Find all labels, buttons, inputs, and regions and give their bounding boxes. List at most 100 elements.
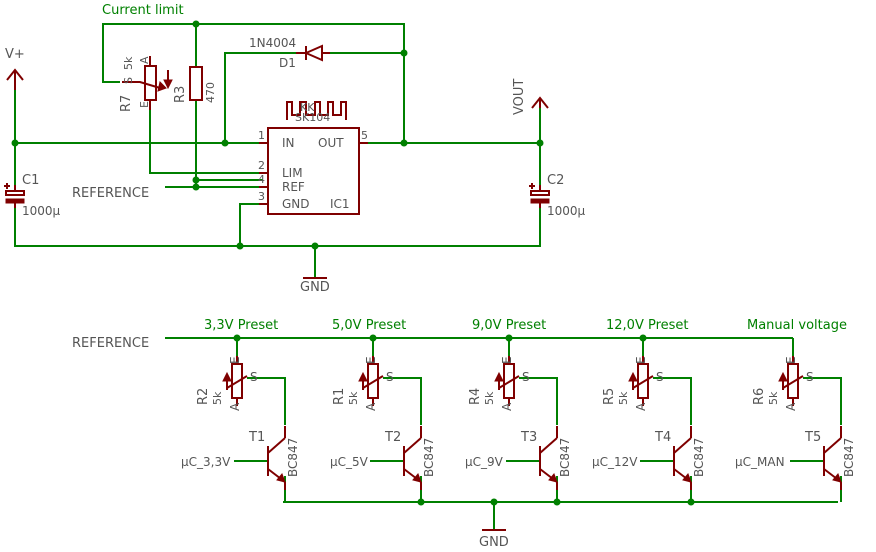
ic1-pin-gnd: GND	[282, 197, 310, 211]
ic1-num-lim: 2	[258, 159, 265, 172]
current-limit-label: Current limit	[102, 3, 184, 18]
pot-pin-a: A	[500, 402, 514, 411]
pot-pin-a: A	[634, 402, 648, 411]
pot-pin-s: S	[522, 370, 530, 384]
gnd-label-top: GND	[300, 280, 330, 295]
junction	[233, 334, 241, 342]
transistor-name: T4	[654, 430, 671, 445]
r3-resistor	[189, 66, 203, 101]
resistor-value: 5k	[483, 391, 496, 405]
resistor-name: R2	[196, 388, 211, 405]
junction	[490, 498, 498, 506]
ic1-pin-lim: LIM	[282, 166, 303, 180]
npn-transistor	[267, 426, 286, 490]
reference-label-bottom: REFERENCE	[72, 336, 149, 351]
r3-name: R3	[173, 86, 188, 103]
resistor-value: 5k	[347, 391, 360, 405]
pot-pin-e: E	[228, 356, 242, 364]
junction	[505, 334, 513, 342]
junction	[553, 498, 561, 506]
ic1-num-in: 1	[258, 129, 265, 142]
junction	[11, 139, 19, 147]
ic1-name: IC1	[330, 197, 350, 211]
resistor-name: R6	[752, 388, 767, 405]
d1-name: D1	[279, 56, 296, 70]
pot-pin-a: A	[228, 402, 242, 411]
pot-pin-e: E	[500, 356, 514, 364]
transistor-type: BC847	[558, 438, 572, 477]
r7-value: 5k	[122, 56, 135, 70]
c1-name: C1	[22, 173, 39, 188]
npn-transistor	[539, 426, 558, 490]
ic1-heatsink-label-2: SK104	[295, 111, 330, 124]
top-junctions	[11, 20, 544, 250]
junction	[369, 334, 377, 342]
wire-r7-lim	[149, 110, 263, 174]
pot-pin-a: A	[364, 402, 378, 411]
resistor-value: 5k	[211, 391, 224, 405]
pot-pin-s: S	[250, 370, 258, 384]
junction	[400, 49, 408, 57]
pot-pin-s: S	[656, 370, 664, 384]
potentiometer	[222, 356, 248, 406]
gnd-label-bottom: GND	[479, 535, 509, 550]
reference-label-top: REFERENCE	[72, 186, 149, 201]
wire-wiper-base	[653, 377, 692, 425]
preset-label: 3,3V Preset	[204, 318, 278, 333]
ic1-num-gnd: 3	[258, 190, 265, 203]
preset-label: Manual voltage	[747, 318, 847, 333]
transistor-name: T3	[520, 430, 537, 445]
wire-ic-gnd	[239, 203, 263, 246]
c2-capacitor	[529, 183, 550, 208]
transistor-input: µC_12V	[592, 455, 638, 469]
potentiometer	[778, 356, 804, 406]
junction	[192, 20, 200, 28]
resistor-value: 5k	[617, 391, 630, 405]
wire-wiper-base	[519, 377, 558, 425]
resistor-name: R5	[602, 388, 617, 405]
preset-label: 12,0V Preset	[606, 318, 689, 333]
potentiometer	[358, 356, 384, 406]
ic1-regulator	[259, 101, 368, 215]
r7-name: R7	[119, 95, 134, 112]
vplus-label: V+	[5, 47, 25, 62]
ic1-pin-in: IN	[282, 136, 295, 150]
preset-label: 5,0V Preset	[332, 318, 406, 333]
resistor-value: 5k	[767, 391, 780, 405]
junction	[192, 183, 200, 191]
ic1-num-ref: 4	[258, 173, 265, 186]
transistor-input: µC_5V	[330, 455, 369, 469]
transistor-input: µC_9V	[465, 455, 504, 469]
r7-pin-a: A	[138, 56, 151, 64]
potentiometer	[628, 356, 654, 406]
r7-potentiometer	[122, 56, 173, 110]
pot-pin-a: A	[784, 402, 798, 411]
r7-pin-s: S	[122, 77, 135, 84]
ic1-pin-ref: REF	[282, 180, 305, 194]
d1-value: 1N4004	[249, 36, 296, 50]
resistor-name: R1	[332, 388, 347, 405]
wire-ground-rail	[14, 208, 541, 247]
pot-pin-e: E	[364, 356, 378, 364]
transistor-name: T1	[248, 430, 265, 445]
pot-pin-e: E	[634, 356, 648, 364]
wire-wiper-base	[803, 377, 842, 425]
resistor-name: R4	[468, 388, 483, 405]
transistor-input: µC_3,3V	[181, 455, 231, 469]
transistor-name: T2	[384, 430, 401, 445]
c1-capacitor	[4, 183, 25, 208]
c2-value: 1000µ	[547, 204, 586, 218]
ic1-heatsink-label-1: KK	[300, 101, 315, 114]
ic1-pin-out: OUT	[318, 136, 344, 150]
wire-diode-in	[224, 52, 305, 143]
junction	[400, 139, 408, 147]
c2-name: C2	[547, 173, 564, 188]
npn-transistor	[823, 426, 842, 490]
npn-transistor	[673, 426, 692, 490]
transistor-type: BC847	[422, 438, 436, 477]
